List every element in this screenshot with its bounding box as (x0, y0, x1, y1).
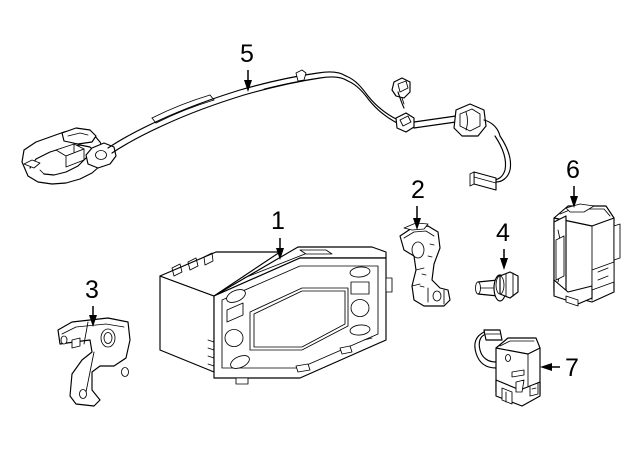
part-1-radio-receiver[interactable] (159, 246, 393, 385)
callout-label-4: 4 (496, 219, 510, 247)
part-6-amplifier-module[interactable] (553, 203, 621, 307)
part-7-antenna-control-unit[interactable] (474, 329, 541, 407)
antenna-latch-base (21, 127, 117, 185)
callout-label-1: 1 (271, 207, 285, 235)
part-3-mounting-bracket-left[interactable] (57, 317, 131, 407)
callout-label-7: 7 (565, 354, 579, 382)
part-4-flange-bolt[interactable] (475, 271, 519, 302)
part-5-antenna-cord-assembly[interactable] (21, 69, 512, 191)
part-2-mounting-bracket-right[interactable] (399, 222, 451, 307)
callout-leaders (89, 70, 578, 371)
callout-label-5: 5 (240, 40, 254, 68)
callout-label-2: 2 (411, 176, 425, 204)
callout-label-3: 3 (85, 276, 99, 304)
callout-label-6: 6 (566, 156, 580, 184)
